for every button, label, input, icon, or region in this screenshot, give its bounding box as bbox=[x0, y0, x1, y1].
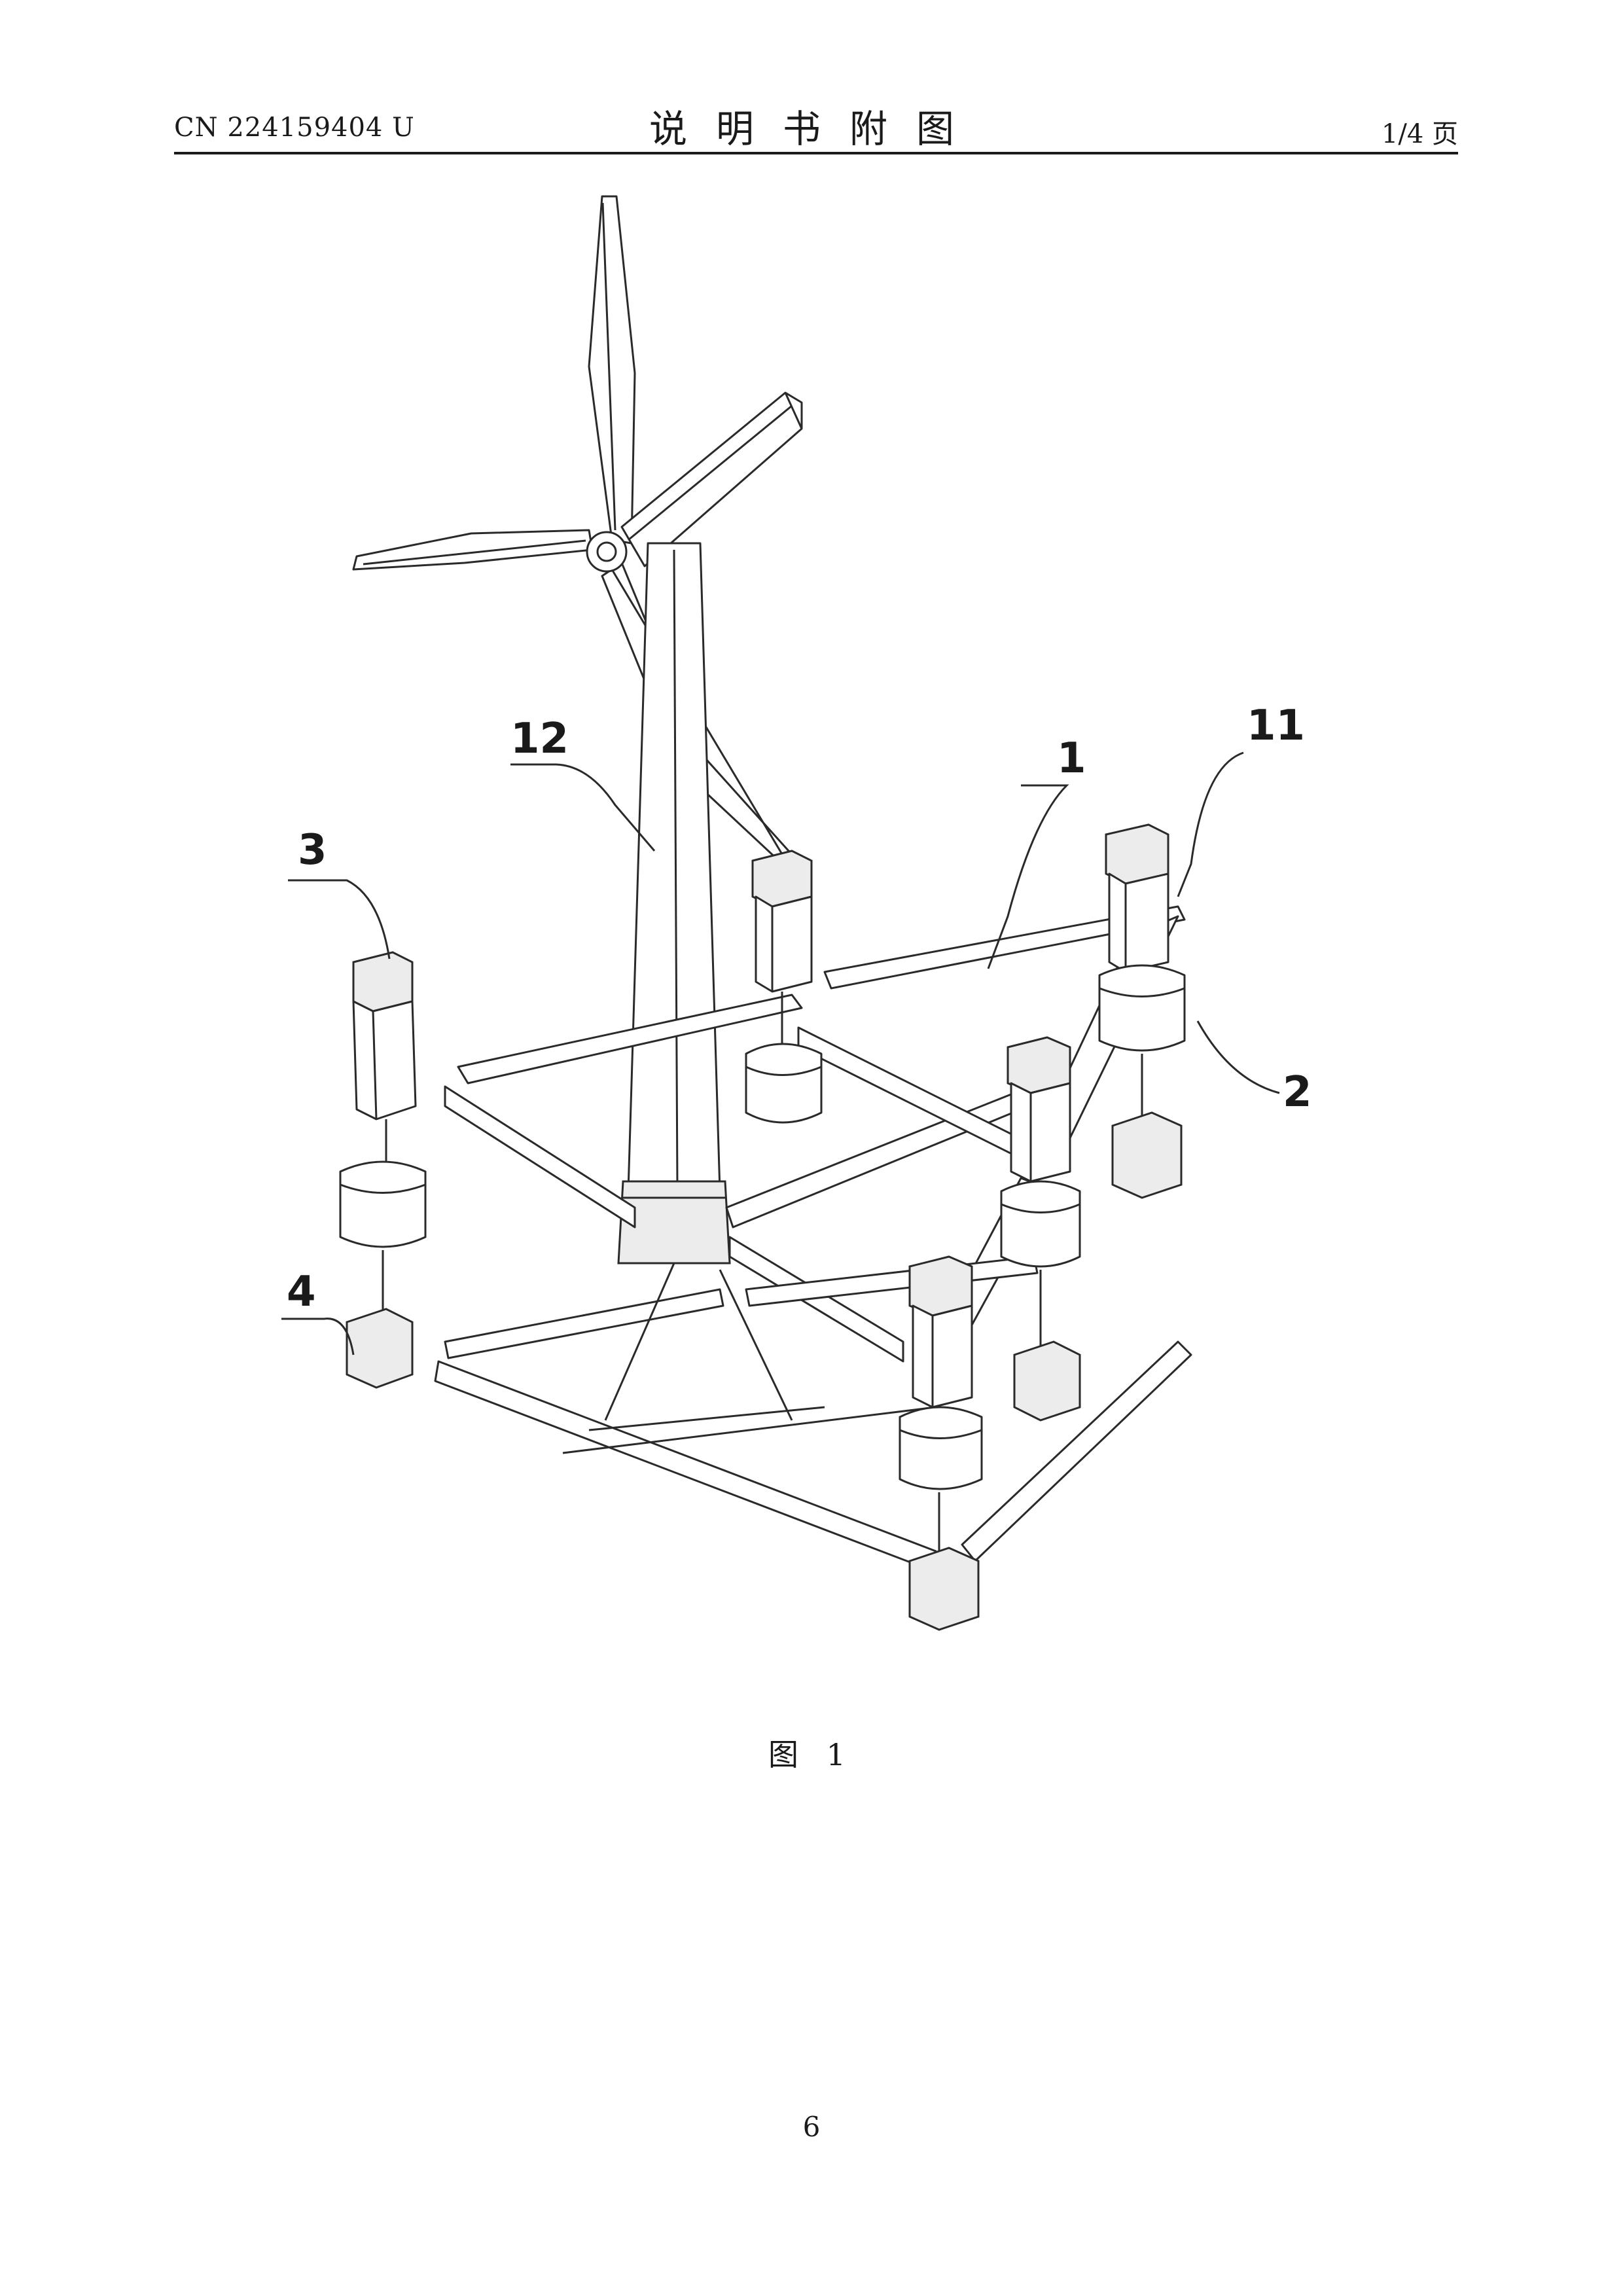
column-rear-center bbox=[746, 851, 821, 1122]
page-number: 6 bbox=[0, 2111, 1623, 2143]
figure-caption: 图 1 bbox=[0, 1731, 1623, 1774]
page-header: CN 224159404 U 说明书附图 1/4 页 bbox=[174, 98, 1458, 151]
column-right-mid bbox=[1001, 1037, 1080, 1420]
label-tower: 12 bbox=[510, 715, 569, 763]
column-left bbox=[340, 952, 425, 1388]
header-rule bbox=[174, 152, 1458, 154]
label-upper-float: 3 bbox=[298, 826, 327, 874]
document-title: 说明书附图 bbox=[174, 98, 1458, 153]
column-front bbox=[900, 1257, 982, 1630]
label-buoyancy-column: 11 bbox=[1247, 702, 1305, 750]
rotor-blades bbox=[353, 196, 789, 861]
label-platform: 1 bbox=[1057, 734, 1086, 783]
nacelle bbox=[622, 393, 802, 566]
label-lower-float: 2 bbox=[1283, 1068, 1312, 1117]
sheet-number: 1/4 页 bbox=[1382, 113, 1458, 151]
label-bottom-float: 4 bbox=[287, 1268, 316, 1316]
wind-turbine-platform-drawing: 12 1 11 3 2 4 bbox=[249, 177, 1427, 1682]
column-right-rear bbox=[1099, 825, 1185, 1198]
